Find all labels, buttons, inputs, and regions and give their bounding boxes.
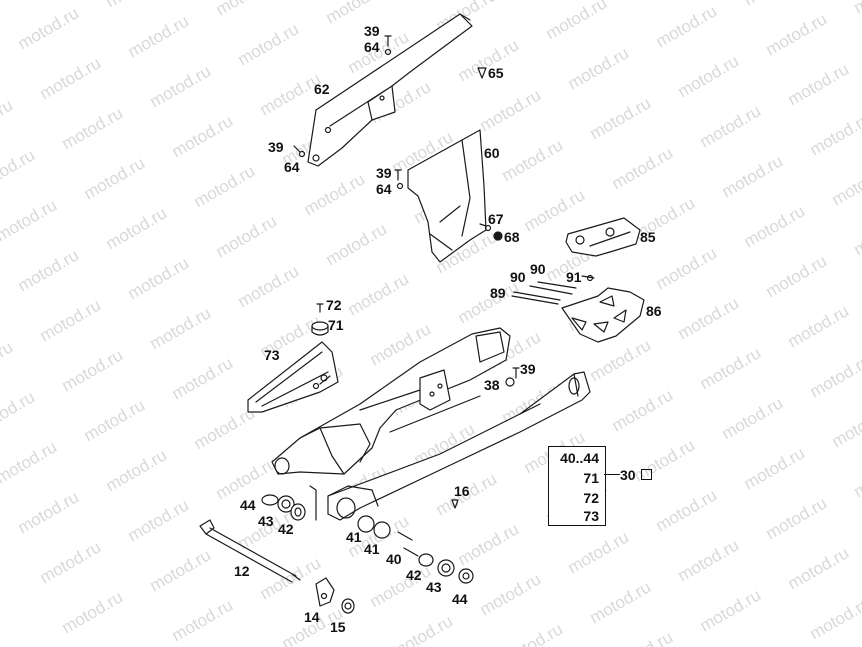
kit-item: 73: [583, 508, 599, 524]
callout-73: 73: [264, 347, 280, 363]
callout-64: 64: [364, 39, 380, 55]
callout-60: 60: [484, 145, 500, 161]
plate-14-nut-15: [315, 577, 355, 614]
callout-89: 89: [490, 285, 506, 301]
bearings-right: [357, 515, 474, 584]
callout-91: 91: [566, 269, 582, 285]
callout-41: 41: [346, 529, 362, 545]
callout-44: 44: [452, 591, 468, 607]
screws-upper: [293, 35, 503, 241]
callout-65: 65: [488, 65, 504, 81]
chain-slider-73: [247, 341, 339, 413]
callout-90: 90: [510, 269, 526, 285]
kit-leader-line: [604, 474, 620, 475]
callout-68: 68: [504, 229, 520, 245]
callout-64: 64: [376, 181, 392, 197]
callout-16: 16: [454, 483, 470, 499]
callout-15: 15: [330, 619, 346, 635]
chain-guard-upper: [307, 13, 473, 167]
callout-39: 39: [364, 23, 380, 39]
pivot-cap-71-72: [311, 303, 329, 336]
callout-40: 40: [386, 551, 402, 567]
bolts-89-90-91: [511, 274, 595, 305]
chain-guard-lower: [407, 129, 487, 263]
kit-item: 71: [583, 470, 599, 486]
callout-72: 72: [326, 297, 342, 313]
kit-contents-box: 40..44 71 72 73: [548, 446, 606, 526]
chain-guide-85: [565, 217, 641, 257]
callout-14: 14: [304, 609, 320, 625]
callout-43: 43: [426, 579, 442, 595]
screw-38-39: [505, 367, 520, 387]
callout-38: 38: [484, 377, 500, 393]
callout-85: 85: [640, 229, 656, 245]
callout-71: 71: [328, 317, 344, 333]
chain-guide-holder-86: [561, 287, 645, 343]
swingarm: [271, 327, 591, 521]
callout-41: 41: [364, 541, 380, 557]
callout-39: 39: [376, 165, 392, 181]
callout-42: 42: [406, 567, 422, 583]
grease-nipple-16: [451, 499, 459, 509]
callout-43: 43: [258, 513, 274, 529]
kit-reference-number: 30: [620, 467, 636, 483]
pivot-bolt-12: [199, 519, 301, 583]
bearings-left: [261, 485, 317, 521]
kit-item: 72: [583, 490, 599, 506]
kit-item: 40..44: [560, 450, 599, 466]
callout-44: 44: [240, 497, 256, 513]
callout-67: 67: [488, 211, 504, 227]
callout-42: 42: [278, 521, 294, 537]
callout-39: 39: [268, 139, 284, 155]
callout-62: 62: [314, 81, 330, 97]
callout-86: 86: [646, 303, 662, 319]
callout-64: 64: [284, 159, 300, 175]
callout-39: 39: [520, 361, 536, 377]
kit-square-icon: [641, 469, 652, 480]
callout-12: 12: [234, 563, 250, 579]
watermark-text: motod.ru: [851, 0, 862, 17]
callout-90: 90: [530, 261, 546, 277]
